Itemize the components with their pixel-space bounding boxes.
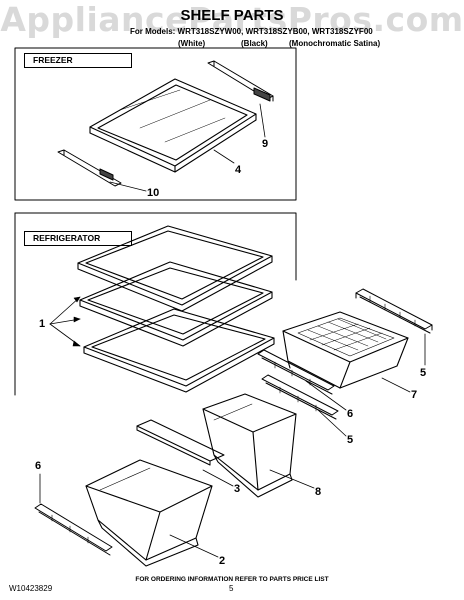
refrigerator-shelf-top — [77, 225, 273, 312]
freezer-frame — [14, 47, 297, 201]
freezer-rail-9 — [207, 60, 274, 102]
color-satina: (Monochromatic Satina) — [289, 39, 381, 48]
model-list: For Models: WRT318SZYW00, WRT318SZYB00, … — [130, 27, 373, 36]
callout-5-top: 5 — [420, 367, 427, 379]
color-white: (White) — [178, 39, 206, 48]
callout-9: 9 — [262, 138, 269, 150]
leader-arrowheads — [72, 296, 81, 347]
crisper-bin-8 — [202, 393, 297, 498]
rail-top-right — [355, 288, 433, 334]
refrigerator-shelf-middle — [79, 261, 273, 347]
callout-5-middle: 5 — [347, 434, 354, 446]
rail-bottom-left — [34, 503, 113, 556]
section-label-freezer: FREEZER — [24, 53, 132, 68]
callout-6-middle: 6 — [347, 408, 354, 420]
document-number: W10423829 — [9, 584, 53, 593]
callout-4: 4 — [235, 164, 242, 176]
callout-2: 2 — [219, 555, 226, 567]
ordering-notice: FOR ORDERING INFORMATION REFER TO PARTS … — [135, 576, 329, 583]
crisper-tray-7 — [282, 311, 409, 389]
refrigerator-frame — [14, 212, 297, 281]
crisper-cover-3 — [136, 419, 225, 466]
callout-7: 7 — [411, 389, 418, 401]
callout-1: 1 — [39, 318, 46, 330]
callout-3: 3 — [234, 483, 241, 495]
freezer-rail-10 — [57, 149, 122, 187]
page-number: 5 — [229, 584, 234, 593]
callout-8: 8 — [315, 486, 322, 498]
rail-middle-5 — [261, 374, 339, 420]
callout-6-bottom: 6 — [35, 460, 42, 472]
page-title: SHELF PARTS — [180, 7, 284, 24]
refrigerator-shelf-bottom — [83, 308, 275, 393]
crisper-bin-2 — [85, 459, 213, 567]
rail-middle-6 — [257, 349, 335, 395]
section-label-refrigerator: REFRIGERATOR — [24, 231, 132, 246]
color-black: (Black) — [241, 39, 268, 48]
watermark: AppliancePartsPros.com — [0, 0, 464, 39]
callout-10: 10 — [147, 187, 160, 199]
freezer-shelf — [89, 78, 257, 173]
